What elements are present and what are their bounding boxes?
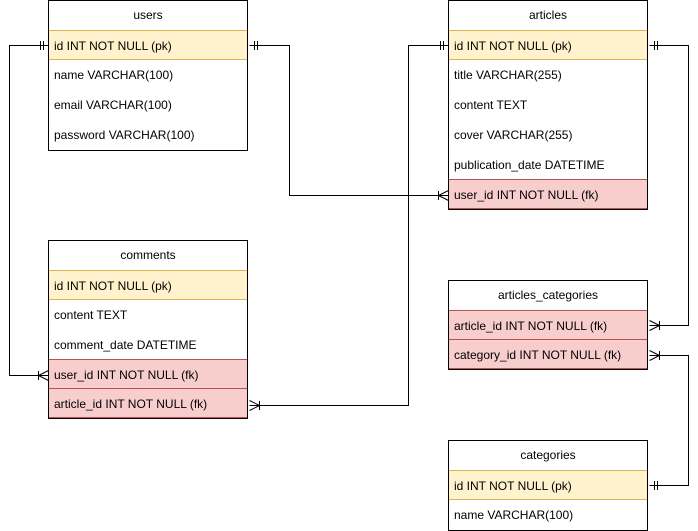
field-name[interactable]: name VARCHAR(100) [454, 508, 574, 522]
entity-articles-categories[interactable]: articles_categories article_id INT NOT N… [448, 280, 648, 370]
field-id-pk[interactable]: id INT NOT NULL (pk) [49, 30, 247, 60]
field-password[interactable]: password VARCHAR(100) [54, 128, 195, 142]
entity-users[interactable]: users id INT NOT NULL (pk) name VARCHAR(… [48, 0, 248, 151]
field-article-id-fk[interactable]: article_id INT NOT NULL (fk) [449, 310, 647, 340]
field-id-pk[interactable]: id INT NOT NULL (pk) [49, 270, 247, 300]
edge-articles-articles-categories [649, 41, 689, 331]
field-id-pk[interactable]: id INT NOT NULL (pk) [449, 470, 647, 500]
entity-title[interactable]: comments [49, 241, 247, 271]
entity-categories[interactable]: categories id INT NOT NULL (pk) name VAR… [448, 440, 648, 531]
edge-categories-articles-categories [649, 350, 689, 490]
edge-users-articles [249, 41, 449, 201]
field-category-id-fk[interactable]: category_id INT NOT NULL (fk) [449, 339, 647, 369]
field-user-id-fk[interactable]: user_id INT NOT NULL (fk) [49, 359, 247, 389]
field-cover[interactable]: cover VARCHAR(255) [454, 128, 573, 142]
field-content[interactable]: content TEXT [454, 98, 528, 112]
entity-comments[interactable]: comments id INT NOT NULL (pk) content TE… [48, 240, 248, 419]
field-user-id-fk[interactable]: user_id INT NOT NULL (fk) [449, 179, 647, 209]
field-id-pk[interactable]: id INT NOT NULL (pk) [449, 30, 647, 60]
entity-title[interactable]: categories [449, 441, 647, 471]
entity-title[interactable]: users [49, 1, 247, 31]
entity-title[interactable]: articles_categories [449, 281, 647, 311]
field-article-id-fk[interactable]: article_id INT NOT NULL (fk) [49, 388, 247, 418]
field-email[interactable]: email VARCHAR(100) [54, 98, 172, 112]
field-comment-date[interactable]: comment_date DATETIME [54, 338, 197, 352]
field-content[interactable]: content TEXT [54, 308, 128, 322]
entity-title[interactable]: articles [449, 1, 647, 31]
entity-articles[interactable]: articles id INT NOT NULL (pk) title VARC… [448, 0, 648, 210]
field-publication-date[interactable]: publication_date DATETIME [454, 158, 605, 172]
edge-articles-comments [249, 41, 449, 411]
edge-users-comments [9, 41, 49, 381]
field-name[interactable]: name VARCHAR(100) [54, 68, 174, 82]
field-title[interactable]: title VARCHAR(255) [454, 68, 562, 82]
